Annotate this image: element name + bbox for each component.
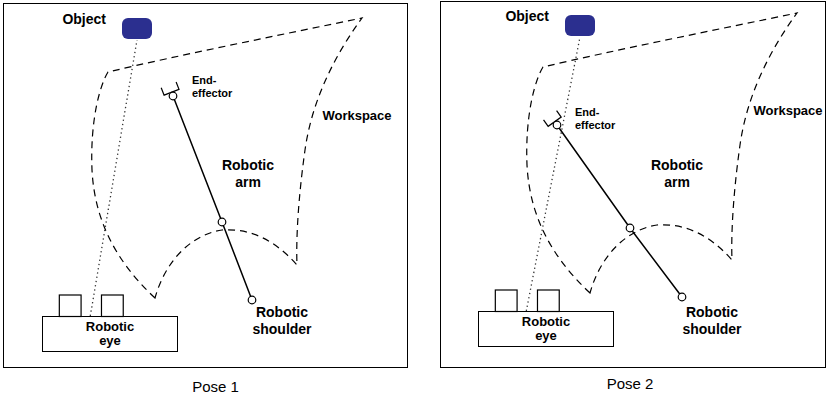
part-label: Robotic shoulder [670,304,754,338]
panel-caption: Pose 2 [438,375,822,392]
workspace-region [92,13,797,298]
workspace-outline [527,13,797,293]
arm-link [173,96,252,300]
pose-panel: Pose 2ObjectRobotic eye [440,1,826,368]
line-of-sight [90,40,137,316]
part-label: Robotic arm [212,157,284,191]
eye-label: Robotic eye [513,315,579,342]
region-label: Workspace [751,103,825,119]
camera-lens [479,289,615,312]
part-label: Robotic arm [641,157,713,191]
part-label: End- effector [575,106,627,132]
object-label: Object [62,11,106,27]
region-label: Workspace [318,108,396,124]
robotic-arms [161,82,686,304]
target-object: Object [122,18,152,39]
joint [248,296,256,304]
part-label: Robotic shoulder [240,304,324,338]
line-of-sight [526,37,580,311]
robotic-arm [544,111,686,301]
robotic-eye-box: Robotic eye [42,316,178,352]
camera-lens [495,290,517,312]
joint [678,293,686,301]
joint [169,92,177,100]
robotic-arm [161,82,256,304]
object-label: Object [505,8,549,24]
workspace-outline [92,18,362,298]
target-object: Object [565,15,595,36]
robotic-eye-box: Robotic eye [478,311,614,347]
joint [218,218,226,226]
camera-lens [43,294,179,317]
part-label: End- effector [192,74,244,100]
arm-link [557,125,682,297]
panel-caption: Pose 1 [14,378,417,395]
camera-lens [101,295,123,317]
camera-lens [59,295,81,317]
joint [553,121,561,129]
pose-panel: Pose 1ObjectRobotic eye [3,3,408,368]
eye-label: Robotic eye [77,320,143,347]
camera-lens [537,290,559,312]
joint [626,224,634,232]
